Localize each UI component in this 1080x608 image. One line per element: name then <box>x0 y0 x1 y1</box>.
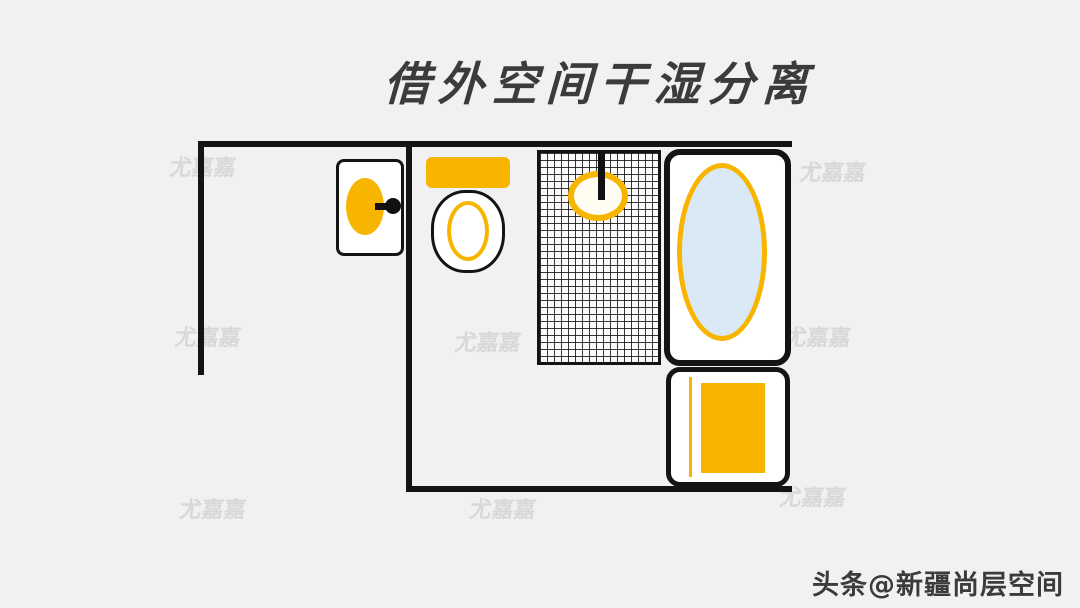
wall-divider <box>406 141 412 492</box>
wall-top <box>198 141 792 147</box>
bathtub-icon <box>664 149 791 366</box>
shower-area <box>537 150 661 365</box>
author-credit: 头条@新疆尚层空间 <box>812 570 1064 601</box>
washing-machine-icon <box>666 367 790 487</box>
faucet-knob-icon <box>385 198 401 214</box>
page-title: 借外空间干湿分离 <box>382 57 817 111</box>
watermark: 尤嘉嘉 <box>172 326 243 351</box>
faucet-spout-icon <box>375 203 390 210</box>
toilet-seat-icon <box>447 201 489 261</box>
watermark: 尤嘉嘉 <box>777 486 848 511</box>
toilet-tank-icon <box>426 157 510 188</box>
washer-hinge-icon <box>689 377 692 477</box>
bathtub-basin-icon <box>677 163 767 341</box>
watermark: 尤嘉嘉 <box>467 498 538 523</box>
wall-bottom <box>406 486 792 492</box>
shower-pipe-icon <box>598 150 605 200</box>
sink-icon <box>336 159 404 256</box>
watermark: 尤嘉嘉 <box>177 498 248 523</box>
watermark: 尤嘉嘉 <box>782 326 853 351</box>
wall-left <box>198 141 204 375</box>
watermark: 尤嘉嘉 <box>452 331 523 356</box>
washer-drum-icon <box>701 383 765 473</box>
toilet-icon <box>431 190 505 273</box>
watermark: 尤嘉嘉 <box>797 161 868 186</box>
